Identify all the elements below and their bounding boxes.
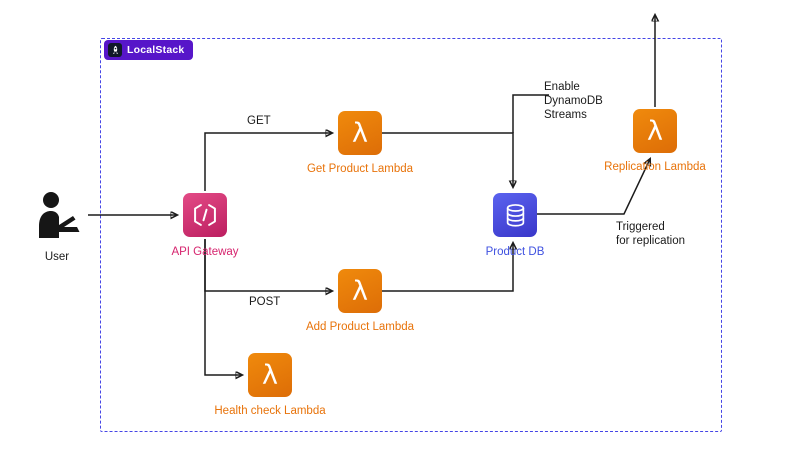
health-check-lambda-label: Health check Lambda bbox=[214, 405, 326, 417]
lambda-icon: λ bbox=[647, 115, 663, 147]
rocket-icon bbox=[108, 43, 122, 57]
add-product-lambda-label: Add Product Lambda bbox=[305, 321, 415, 333]
edge-label-post: POST bbox=[249, 296, 281, 308]
get-product-lambda-node: λ bbox=[338, 111, 382, 155]
annotation-triggered-for-replication: Triggered for replication bbox=[616, 221, 686, 247]
lambda-icon: λ bbox=[352, 275, 368, 307]
edge-label-get: GET bbox=[247, 115, 271, 127]
localstack-badge-label: LocalStack bbox=[127, 44, 185, 56]
product-db-node bbox=[493, 193, 537, 237]
localstack-badge: LocalStack bbox=[104, 40, 194, 60]
user-label: User bbox=[44, 251, 70, 263]
edge-get-lambda-to-db bbox=[382, 132, 513, 187]
product-db-label: Product DB bbox=[485, 246, 545, 258]
lambda-icon: λ bbox=[262, 359, 278, 391]
replication-lambda-label: Replication Lambda bbox=[604, 161, 706, 173]
add-product-lambda-node: λ bbox=[338, 269, 382, 313]
edge-get-to-get-lambda bbox=[204, 133, 332, 191]
edge-db-to-replication-lambda bbox=[537, 159, 650, 215]
localstack-boundary bbox=[100, 38, 722, 432]
database-icon bbox=[506, 203, 524, 227]
api-gateway-label: API Gateway bbox=[171, 246, 239, 258]
edge-add-lambda-to-db bbox=[382, 243, 513, 292]
lambda-icon: λ bbox=[352, 117, 368, 149]
get-product-lambda-label: Get Product Lambda bbox=[306, 163, 414, 175]
user-icon bbox=[39, 192, 80, 238]
api-gateway-node bbox=[183, 193, 227, 237]
rocket-icon-glyph bbox=[112, 45, 118, 54]
annotation-enable-dynamodb-streams: Enable DynamoDB Streams bbox=[544, 81, 603, 121]
edge-enable-streams-annotation bbox=[512, 94, 549, 133]
replication-lambda-node: λ bbox=[633, 109, 677, 153]
api-gateway-icon bbox=[194, 204, 216, 226]
health-check-lambda-node: λ bbox=[248, 353, 292, 397]
edge-api-gateway-to-health-lambda bbox=[204, 239, 242, 375]
